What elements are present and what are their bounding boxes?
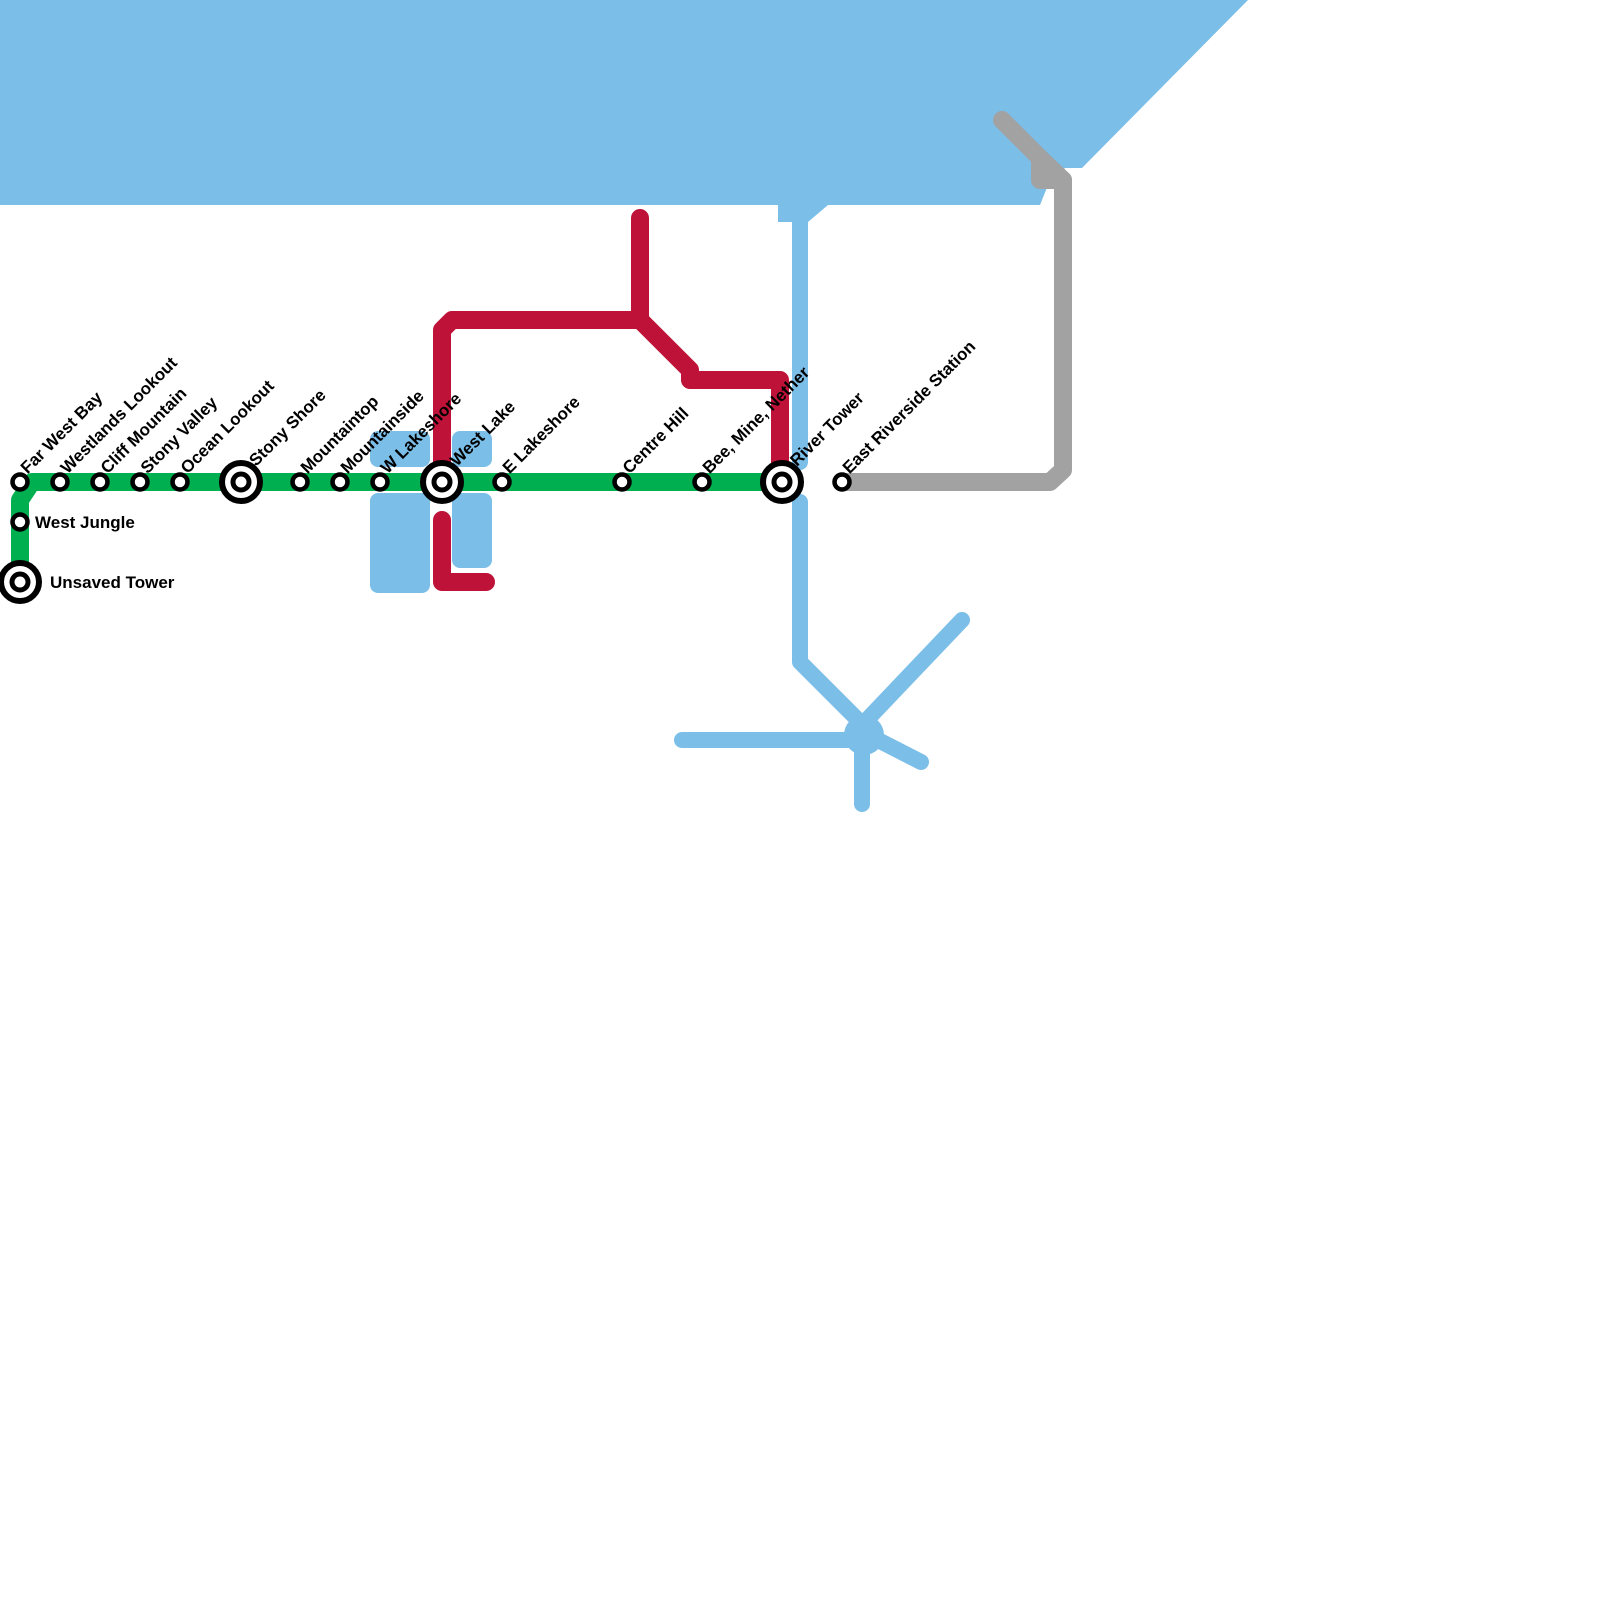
station-marker[interactable] — [370, 472, 390, 492]
station-marker[interactable] — [492, 472, 512, 492]
water-layer — [0, 0, 1248, 593]
station-e-lakeshore[interactable] — [492, 472, 512, 492]
station-westlands-lookout[interactable] — [50, 472, 70, 492]
water-north-sea — [0, 0, 1248, 205]
blue-line-branch-northeast — [854, 612, 970, 733]
station-ocean-lookout[interactable] — [170, 472, 190, 492]
station-marker[interactable] — [832, 472, 852, 492]
station-marker[interactable] — [612, 472, 632, 492]
green-line — [11, 473, 789, 584]
station-label-centre-hill[interactable]: Centre Hill — [619, 404, 693, 478]
interchange-marker-inner[interactable] — [9, 571, 31, 593]
station-cliff-mountain[interactable] — [90, 472, 110, 492]
station-marker[interactable] — [692, 472, 712, 492]
station-marker[interactable] — [10, 512, 30, 532]
lines-layer — [11, 111, 1072, 812]
station-stony-shore[interactable] — [219, 460, 263, 504]
station-centre-hill[interactable] — [612, 472, 632, 492]
station-west-jungle[interactable] — [10, 512, 30, 532]
water-lake-sw — [370, 493, 430, 593]
blue-line-junction — [844, 715, 884, 755]
red-line-north — [433, 209, 649, 471]
station-west-lake[interactable] — [420, 460, 464, 504]
station-marker[interactable] — [10, 472, 30, 492]
red-line-east — [631, 311, 789, 484]
station-east-riverside-station[interactable] — [832, 472, 852, 492]
station-stony-valley[interactable] — [130, 472, 150, 492]
station-marker[interactable] — [330, 472, 350, 492]
station-bee-mine-nether[interactable] — [692, 472, 712, 492]
station-mountaintop[interactable] — [290, 472, 310, 492]
station-label-west-jungle[interactable]: West Jungle — [35, 513, 135, 532]
station-marker[interactable] — [90, 472, 110, 492]
station-label-unsaved-tower[interactable]: Unsaved Tower — [50, 573, 175, 592]
water-lake-ne — [452, 431, 492, 467]
water-lake-nw — [370, 431, 430, 467]
station-river-tower[interactable] — [760, 460, 804, 504]
station-mountainside[interactable] — [330, 472, 350, 492]
water-lake-se — [452, 493, 492, 568]
station-marker[interactable] — [50, 472, 70, 492]
interchange-marker-inner[interactable] — [771, 471, 793, 493]
station-marker[interactable] — [130, 472, 150, 492]
station-far-west-bay[interactable] — [10, 472, 30, 492]
station-marker[interactable] — [290, 472, 310, 492]
grey-line-stub — [1031, 149, 1072, 189]
station-w-lakeshore[interactable] — [370, 472, 390, 492]
blue-line-river-south — [792, 494, 929, 770]
station-marker[interactable] — [170, 472, 190, 492]
interchange-marker-inner[interactable] — [431, 471, 453, 493]
station-unsaved-tower[interactable] — [0, 560, 42, 604]
red-line-south — [433, 511, 495, 591]
interchange-marker-inner[interactable] — [230, 471, 252, 493]
stations-layer — [0, 460, 852, 604]
